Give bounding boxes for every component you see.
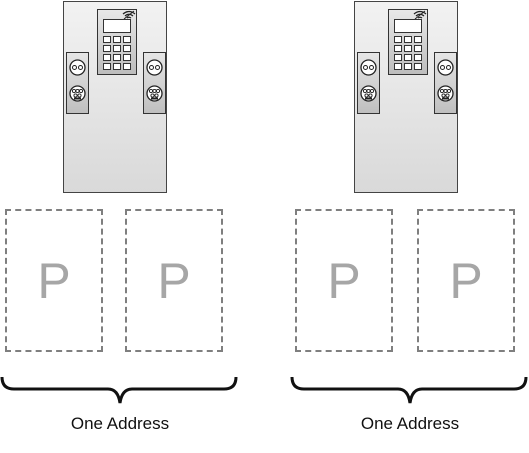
parking-bay: P [417, 209, 515, 352]
socket-plate-right [143, 52, 166, 114]
display-screen [394, 19, 422, 33]
curly-brace [290, 376, 528, 404]
socket-icon [146, 85, 163, 102]
curly-brace [0, 376, 238, 404]
display-screen [103, 19, 131, 33]
socket-plate-left [357, 52, 380, 114]
socket-icon [146, 59, 163, 76]
socket-icon [360, 59, 377, 76]
wifi-icon [122, 10, 136, 20]
socket-icon [437, 85, 454, 102]
address-group-1: P P One Address [0, 0, 260, 453]
parking-bay: P [125, 209, 223, 352]
socket-plate-left [66, 52, 89, 114]
charging-station-icon [354, 1, 458, 193]
parking-bay: P [295, 209, 393, 352]
address-label: One Address [360, 414, 460, 433]
address-group-2: P P One Address [290, 0, 529, 453]
parking-bay-letter: P [157, 252, 191, 309]
parking-bay-letter: P [37, 252, 71, 309]
socket-plate-right [434, 52, 457, 114]
charging-station-icon [63, 1, 167, 193]
socket-icon [69, 85, 86, 102]
keypad-icon [394, 36, 424, 72]
control-panel [388, 9, 428, 75]
parking-bay-letter: P [449, 252, 483, 309]
parking-bay: P [5, 209, 103, 352]
socket-icon [69, 59, 86, 76]
keypad-icon [103, 36, 133, 72]
control-panel [97, 9, 137, 75]
socket-icon [437, 59, 454, 76]
socket-icon [360, 85, 377, 102]
wifi-icon [413, 10, 427, 20]
parking-bay-letter: P [327, 252, 361, 309]
address-label: One Address [70, 414, 170, 433]
